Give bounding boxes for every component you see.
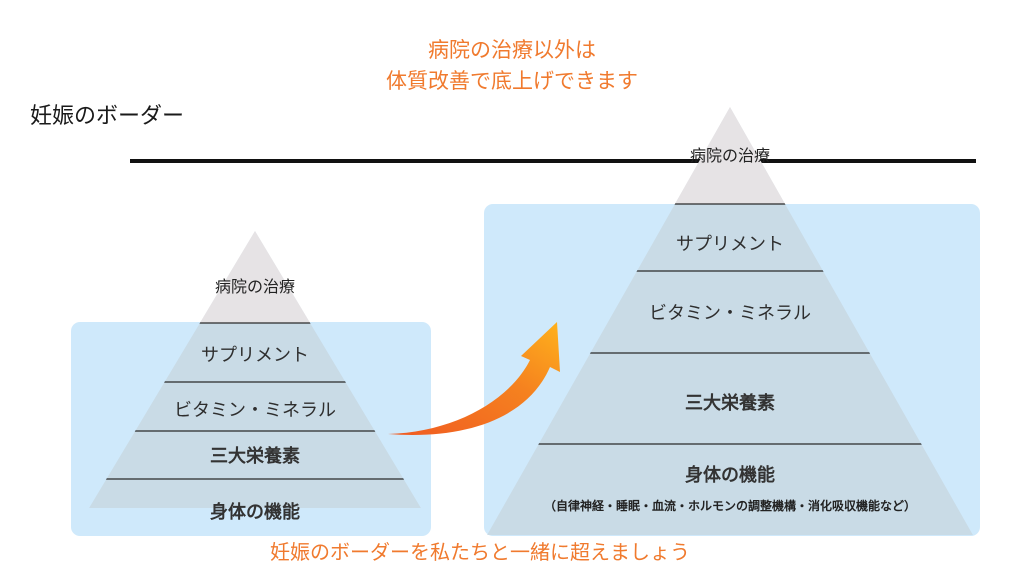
left-level-1: サプリメント: [201, 345, 309, 366]
top-caption-line-2: 体質改善で底上げできます: [386, 69, 638, 93]
bottom-caption: 妊娠のボーダーを私たちと一緒に超えましょう: [270, 540, 690, 564]
right-pyramid-body: [487, 107, 973, 535]
right-level-1: サプリメント: [676, 234, 784, 255]
top-caption-line-1: 病院の治療以外は: [428, 38, 596, 62]
left-level-4: 身体の機能: [210, 502, 300, 523]
left-apex-label: 病院の治療: [214, 277, 295, 296]
left-pyramid-body: [89, 231, 421, 508]
border-line: [130, 159, 976, 163]
right-level-4: 身体の機能: [685, 465, 775, 486]
left-level-2: ビタミン・ミネラル: [174, 400, 336, 421]
right-level-2: ビタミン・ミネラル: [649, 303, 811, 324]
right-base-note: （自律神経・睡眠・血流・ホルモンの調整機構・消化吸収機能など）: [543, 499, 916, 513]
border-label: 妊娠のボーダー: [30, 104, 185, 129]
curved-arrow-icon: [388, 322, 560, 435]
top-caption: 病院の治療以外は 体質改善で底上げできます: [262, 35, 762, 97]
right-apex-label: 病院の治療: [689, 146, 770, 165]
left-level-3: 三大栄養素: [210, 446, 300, 467]
right-level-3: 三大栄養素: [685, 393, 775, 414]
